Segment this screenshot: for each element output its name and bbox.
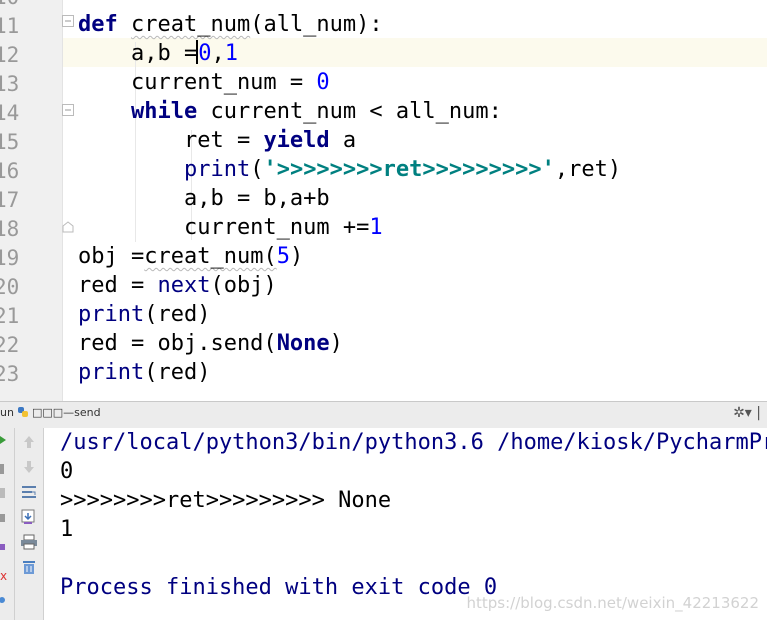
code-line: print(red)	[78, 300, 210, 329]
settings-gear-icon[interactable]: ✲▾ |	[733, 405, 761, 421]
line-number: 10	[0, 0, 20, 12]
line-number: 16	[0, 159, 20, 183]
line-number: 21	[0, 304, 20, 328]
code-token: next	[157, 273, 211, 298]
code-line: a,b =0,1	[78, 39, 238, 68]
code-token: print	[183, 157, 251, 182]
code-token: )	[329, 331, 343, 356]
run-tool-window-header: un □□□—send ✲▾ |	[0, 401, 767, 429]
code-token: (	[250, 157, 264, 182]
up-arrow-icon[interactable]	[20, 434, 38, 450]
code-token: print	[78, 360, 145, 385]
line-number: 14	[0, 101, 20, 125]
code-token: ,ret)	[554, 157, 622, 182]
line-number: 15	[0, 130, 20, 154]
line-number: 19	[0, 246, 20, 270]
line-number: 22	[0, 333, 20, 357]
scroll-to-end-icon[interactable]	[20, 509, 38, 525]
fold-end-icon[interactable]	[62, 221, 74, 233]
run-console-output[interactable]: /usr/local/python3/bin/python3.6 /home/k…	[44, 428, 767, 620]
run-tab-prefix: un	[0, 406, 14, 419]
code-token: a	[342, 128, 357, 153]
code-line: current_num +=1	[78, 213, 383, 242]
fold-open-icon[interactable]	[62, 15, 74, 27]
code-token: (red)	[144, 302, 211, 327]
code-token: current_num =	[78, 70, 317, 95]
code-token: current_num +=	[78, 215, 370, 240]
code-token: yield	[263, 128, 343, 153]
console-output-line: 0	[60, 459, 74, 484]
svg-text:x: x	[0, 569, 7, 583]
code-token: def	[78, 12, 131, 37]
console-exit-message: Process finished with exit code 0	[60, 575, 498, 600]
code-token: print	[78, 302, 145, 327]
code-line: red = obj.send(None)	[78, 329, 343, 358]
line-number-gutter[interactable]: 10 11 12 13 14 15 16 17 18 19 20 21 22 23	[0, 0, 63, 401]
code-token: 5	[276, 244, 290, 269]
line-number: 20	[0, 275, 20, 299]
text-caret	[196, 40, 199, 64]
console-output-line: 1	[60, 517, 74, 542]
line-number: 13	[0, 72, 20, 96]
code-token: a,b =	[78, 41, 198, 66]
line-number: 23	[0, 362, 20, 386]
code-line: red = next(obj)	[78, 271, 277, 300]
current-line-highlight	[63, 38, 767, 67]
code-token: '>>>>>>>>ret>>>>>>>>>'	[263, 157, 555, 182]
run-config-name: □□□—send	[31, 406, 101, 419]
code-line: while current_num < all_num:	[78, 97, 502, 126]
trash-icon[interactable]	[20, 559, 38, 575]
run-tab[interactable]: un □□□—send	[0, 406, 101, 419]
console-output-line: >>>>>>>>ret>>>>>>>>> None	[60, 488, 392, 513]
code-token: ret =	[78, 128, 264, 153]
print-icon[interactable]	[20, 534, 38, 550]
code-token: None	[276, 331, 330, 356]
code-token: creat_num	[130, 12, 251, 37]
code-line: def creat_num(all_num):	[78, 10, 383, 39]
code-token: )	[289, 244, 304, 269]
line-number: 18	[0, 217, 20, 241]
console-toolbar	[15, 428, 44, 620]
fold-open-icon[interactable]	[62, 104, 74, 116]
code-token: (red)	[144, 360, 211, 385]
code-line: a,b = b,a+b	[78, 184, 330, 213]
code-token: 1	[369, 215, 383, 240]
line-number: 17	[0, 188, 20, 212]
code-token: current_num < all_num:	[210, 99, 502, 124]
code-token: creat_num(	[144, 244, 277, 269]
code-line: print(red)	[78, 358, 210, 387]
soft-wrap-icon[interactable]	[20, 484, 38, 500]
code-token: ,	[211, 41, 225, 66]
code-line: current_num = 0	[78, 68, 330, 97]
code-token: 0	[198, 41, 212, 66]
code-token: while	[130, 99, 211, 124]
code-token	[78, 157, 184, 182]
python-icon	[17, 406, 29, 418]
code-line: obj =creat_num(5)	[78, 242, 303, 271]
line-number: 11	[0, 14, 20, 38]
code-token: 1	[224, 41, 238, 66]
code-line: ret = yield a	[78, 126, 356, 155]
code-token: red =	[78, 273, 158, 298]
indent-guide	[191, 130, 192, 240]
code-token: (obj)	[210, 273, 277, 298]
indent-guide	[135, 42, 136, 242]
line-number: 12	[0, 43, 20, 67]
code-token: (all_num):	[250, 12, 383, 37]
run-control-strip: x	[0, 428, 15, 620]
code-editor[interactable]: 1011121314151617181920212223 def creat_n…	[0, 0, 767, 401]
code-token: a,b = b,a+b	[78, 186, 330, 211]
console-command-line: /usr/local/python3/bin/python3.6 /home/k…	[60, 430, 767, 455]
watermark: https://blog.csdn.net/weixin_42213622	[466, 594, 759, 612]
code-token	[78, 99, 131, 124]
code-token: red = obj.send(	[78, 331, 277, 356]
code-token: 0	[316, 70, 330, 95]
code-token: obj =	[78, 244, 145, 269]
down-arrow-icon[interactable]	[20, 459, 38, 475]
code-line: print('>>>>>>>>ret>>>>>>>>>',ret)	[78, 155, 621, 184]
